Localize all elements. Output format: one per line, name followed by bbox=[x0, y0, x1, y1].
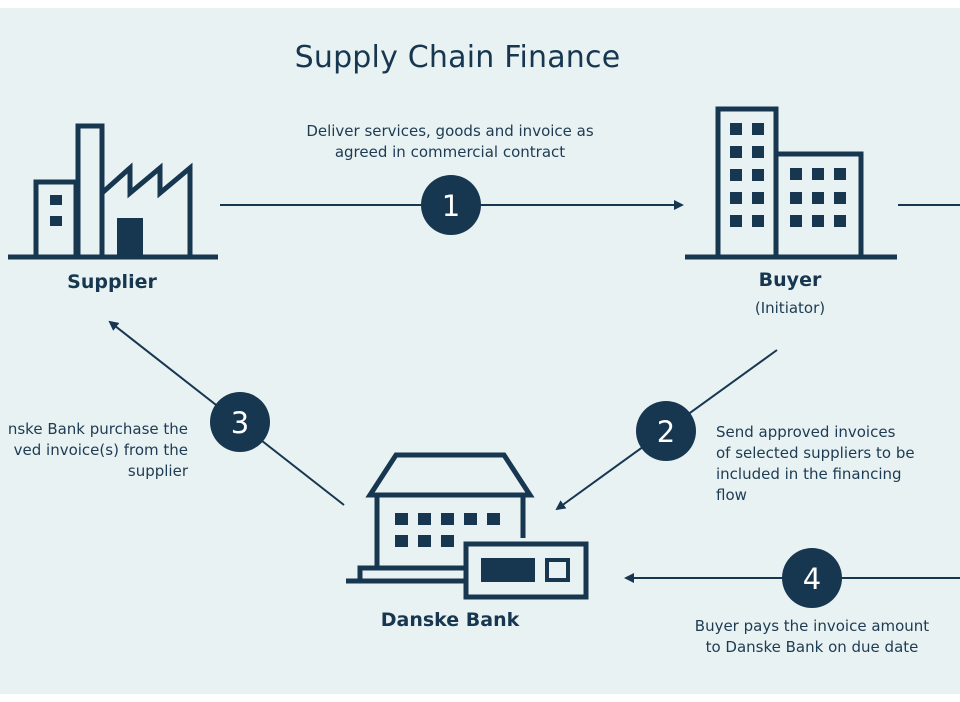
diagram-title: Supply Chain Finance bbox=[294, 40, 621, 75]
step-3-line-1: nske Bank purchase the bbox=[7, 420, 188, 438]
buyer-label: Buyer bbox=[758, 269, 822, 291]
flow-diagram: 1 2 3 4 bbox=[8, 106, 960, 608]
step-2-line-4: flow bbox=[716, 486, 747, 504]
step-2-number: 2 bbox=[657, 415, 675, 449]
step-4-line-1: Buyer pays the invoice amount bbox=[694, 617, 930, 635]
step-1-description: Deliver services, goods and invoice as a… bbox=[240, 121, 660, 163]
bank-building-icon bbox=[346, 452, 589, 600]
step-1-number: 1 bbox=[442, 189, 460, 223]
step-4-badge: 4 bbox=[782, 548, 842, 608]
diagram-canvas: 1 2 3 4 Supply Chain Finance Supplier Bu… bbox=[0, 8, 960, 694]
step-2-line-2: of selected suppliers to be bbox=[716, 444, 915, 462]
step-3-description: nske Bank purchase the ved invoice(s) fr… bbox=[0, 419, 188, 482]
step-3-line-2: ved invoice(s) from the bbox=[13, 441, 188, 459]
step-4-description: Buyer pays the invoice amount to Danske … bbox=[672, 616, 952, 658]
step-3-badge: 3 bbox=[210, 392, 270, 452]
buyer-sublabel: (Initiator) bbox=[754, 299, 826, 317]
factory-icon bbox=[8, 123, 218, 260]
step-2-line-3: included in the financing bbox=[716, 465, 902, 483]
step-2-line-1: Send approved invoices bbox=[716, 423, 896, 441]
step-1-badge: 1 bbox=[421, 175, 481, 235]
step-2-badge: 2 bbox=[636, 401, 696, 461]
step-3-number: 3 bbox=[231, 406, 249, 440]
office-buildings-icon bbox=[685, 106, 897, 260]
step-4-line-2: to Danske Bank on due date bbox=[705, 638, 919, 656]
step-4-number: 4 bbox=[803, 562, 821, 596]
step-1-line-1: Deliver services, goods and invoice as bbox=[306, 122, 594, 140]
step-1-line-2: agreed in commercial contract bbox=[334, 143, 566, 161]
step-3-line-3: supplier bbox=[127, 462, 188, 480]
step-2-description: Send approved invoices of selected suppl… bbox=[716, 422, 956, 506]
bank-label: Danske Bank bbox=[380, 609, 520, 631]
supplier-label: Supplier bbox=[67, 271, 157, 293]
